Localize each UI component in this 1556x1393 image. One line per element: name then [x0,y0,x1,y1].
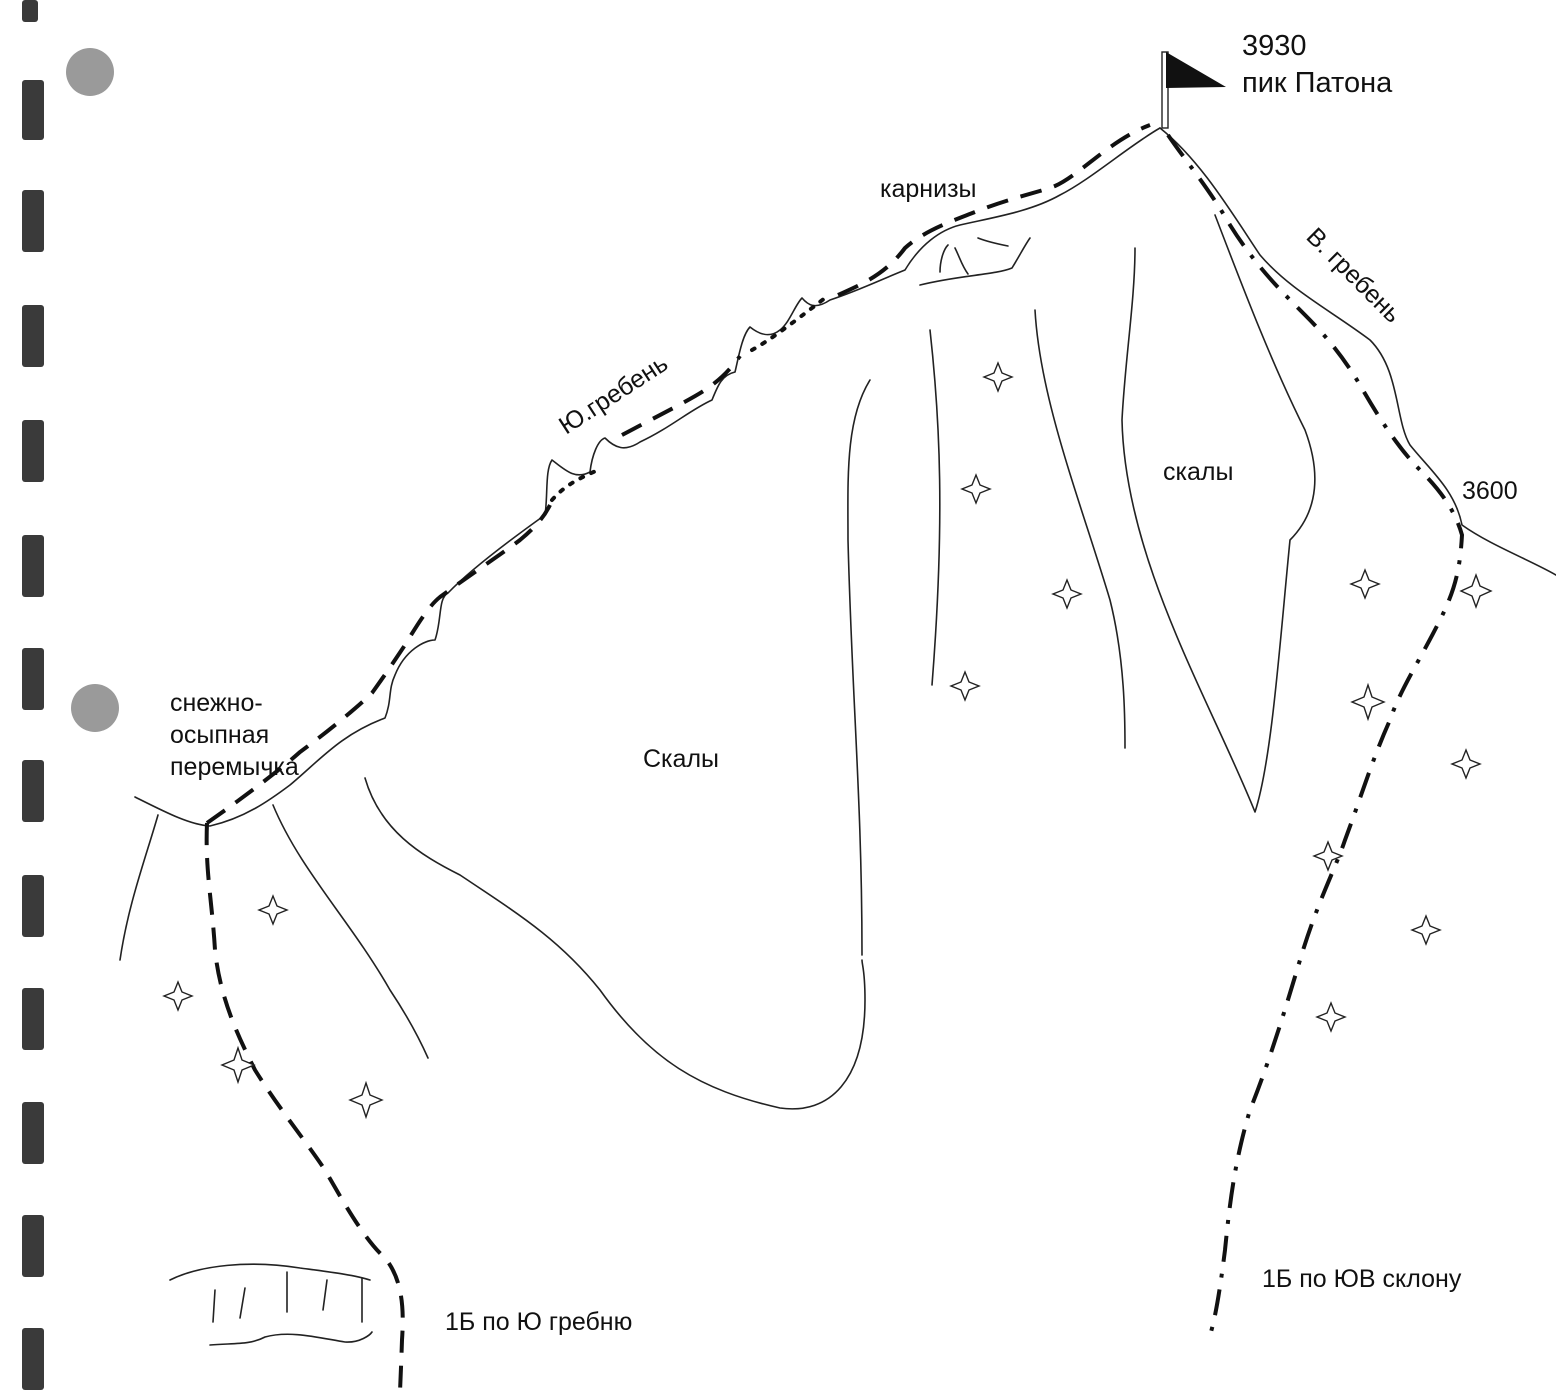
star-icon [1450,748,1482,780]
scree-stars [162,361,1493,1120]
label-south-ridge: Ю.гребень [554,349,673,440]
route-south-ridge [204,123,1151,1393]
star-icon [1051,578,1083,610]
label-rocks-big: Скалы [643,745,719,773]
slope-line-1 [119,814,159,961]
star-icon [949,670,981,702]
star-icon [1349,568,1381,600]
label-east-ridge: В. гребень [1301,222,1407,328]
label-saddle-line3: перемычка [170,753,299,781]
binder-holes [66,48,119,732]
terrain-contours [119,127,1556,1346]
binder-marks [22,0,44,1390]
label-route-south-ridge: 1Б по Ю гребню [445,1308,632,1336]
label-saddle-line1: снежно- [170,689,263,717]
star-icon [1459,572,1493,610]
star-icon [220,1045,256,1085]
star-icon [257,894,289,926]
binder-hole-top [66,48,114,96]
star-icon [960,473,992,505]
binder-hole-bottom [71,684,119,732]
label-saddle-line2: осыпная [170,721,269,749]
star-icon [1315,1001,1347,1033]
star-icon [1350,682,1386,722]
label-route-southeast-slope: 1Б по ЮВ склону [1262,1265,1462,1293]
cornice-block [919,237,1031,286]
label-height-3600: 3600 [1462,477,1518,505]
route-southeast-slope [1166,133,1465,1336]
star-icon [1410,914,1442,946]
south-ridge-line [134,127,1161,827]
big-rock-face [364,777,866,1110]
star-icon [982,361,1014,393]
slope-line-2 [272,804,429,1059]
summit-height: 3930 [1242,30,1307,62]
summit-flag-icon [1161,51,1226,129]
label-cornices: карнизы [880,175,977,203]
small-rock-face [1121,214,1316,813]
east-ridge-line [1159,127,1556,576]
star-icon [1312,840,1344,872]
star-icon [162,980,194,1012]
label-rocks-small: скалы [1163,458,1233,486]
couloir-line-1 [929,329,941,686]
couloir-line-2 [1034,309,1126,749]
summit-name: пик Патона [1242,67,1393,99]
rock-band [169,1263,371,1281]
star-icon [348,1080,384,1120]
